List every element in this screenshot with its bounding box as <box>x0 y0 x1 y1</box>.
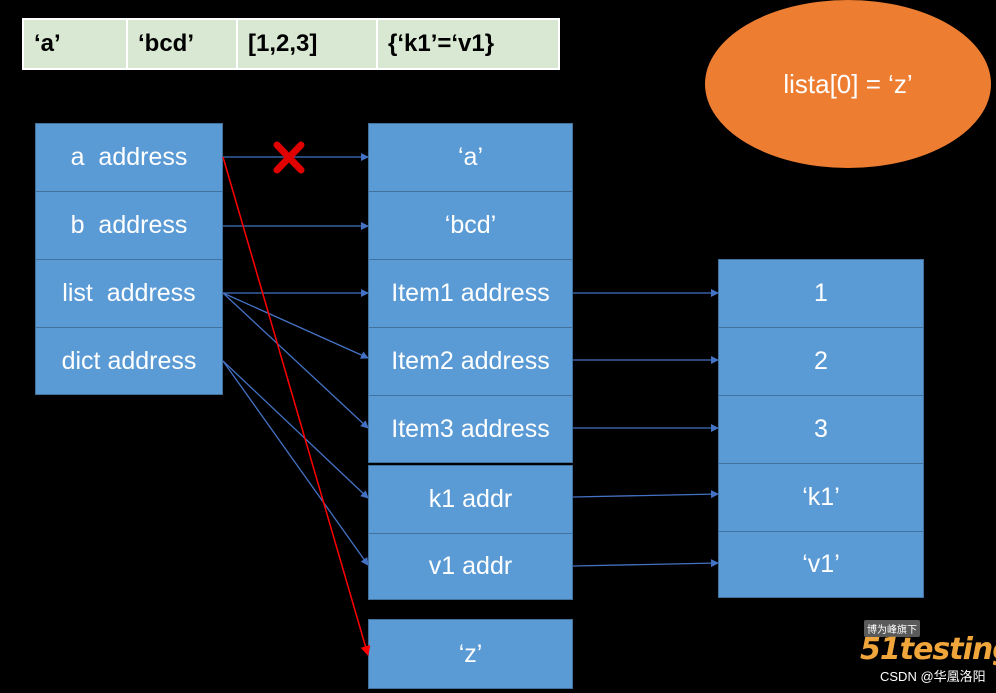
arrow-list-to-item3 <box>222 292 369 429</box>
table-cell-a: ‘a’ <box>24 20 128 68</box>
table-cell-dict: {‘k1’=‘v1} <box>388 30 495 57</box>
values-box: 1 2 3 ‘k1’ ‘v1’ <box>718 259 924 598</box>
arrow-a-to-z <box>222 156 371 656</box>
table-cell-bcd: ‘bcd’ <box>128 20 238 68</box>
arrow-list-to-item2 <box>222 292 369 359</box>
variables-box: a address b address list address dict ad… <box>35 123 223 395</box>
value-1: 1 <box>719 260 923 328</box>
watermark-logo: 51testing <box>860 632 996 667</box>
new-object-box: ‘z’ <box>368 619 573 689</box>
watermark: 博为峰旗下 51testing CSDN @华凰洛阳 <box>860 618 996 690</box>
dict-v1-addr: v1 addr <box>428 552 513 580</box>
arrow-k1-to-k1 <box>572 490 719 499</box>
value-2: 2 <box>719 328 923 396</box>
table-cell-list: [1,2,3] <box>238 20 378 68</box>
value-k1: ‘k1’ <box>719 464 923 532</box>
arrow-dict-to-v1 <box>222 360 369 566</box>
object-item2-address: Item2 address <box>369 328 572 396</box>
literal-values-table: ‘a’ ‘bcd’ [1,2,3] {‘k1’=‘v1} <box>22 18 560 70</box>
objects-box: ‘a’ ‘bcd’ Item1 address Item2 address It… <box>368 123 573 463</box>
variable-a-address: a address <box>36 124 222 192</box>
value-v1: ‘v1’ <box>802 550 840 578</box>
broken-reference-cross-icon <box>273 141 305 174</box>
assignment-note-text: lista[0] = ‘z’ <box>783 68 913 99</box>
value-3: 3 <box>719 396 923 464</box>
arrow-dict-to-k1 <box>222 360 369 499</box>
dict-k1-addr: k1 addr <box>369 466 572 534</box>
new-object-z: ‘z’ <box>458 639 483 668</box>
watermark-badge: 博为峰旗下 <box>864 620 920 637</box>
variable-b-address: b address <box>36 192 222 260</box>
watermark-credit: CSDN @华凰洛阳 <box>880 669 986 684</box>
object-item3-address: Item3 address <box>391 414 550 443</box>
object-a: ‘a’ <box>369 124 572 192</box>
assignment-note: lista[0] = ‘z’ <box>705 0 991 168</box>
object-item1-address: Item1 address <box>369 260 572 328</box>
object-bcd: ‘bcd’ <box>369 192 572 260</box>
arrow-v1-to-v1 <box>572 559 719 568</box>
variable-list-address: list address <box>36 260 222 328</box>
variable-dict-address: dict address <box>61 346 197 375</box>
dict-items-box: k1 addr v1 addr <box>368 465 573 600</box>
